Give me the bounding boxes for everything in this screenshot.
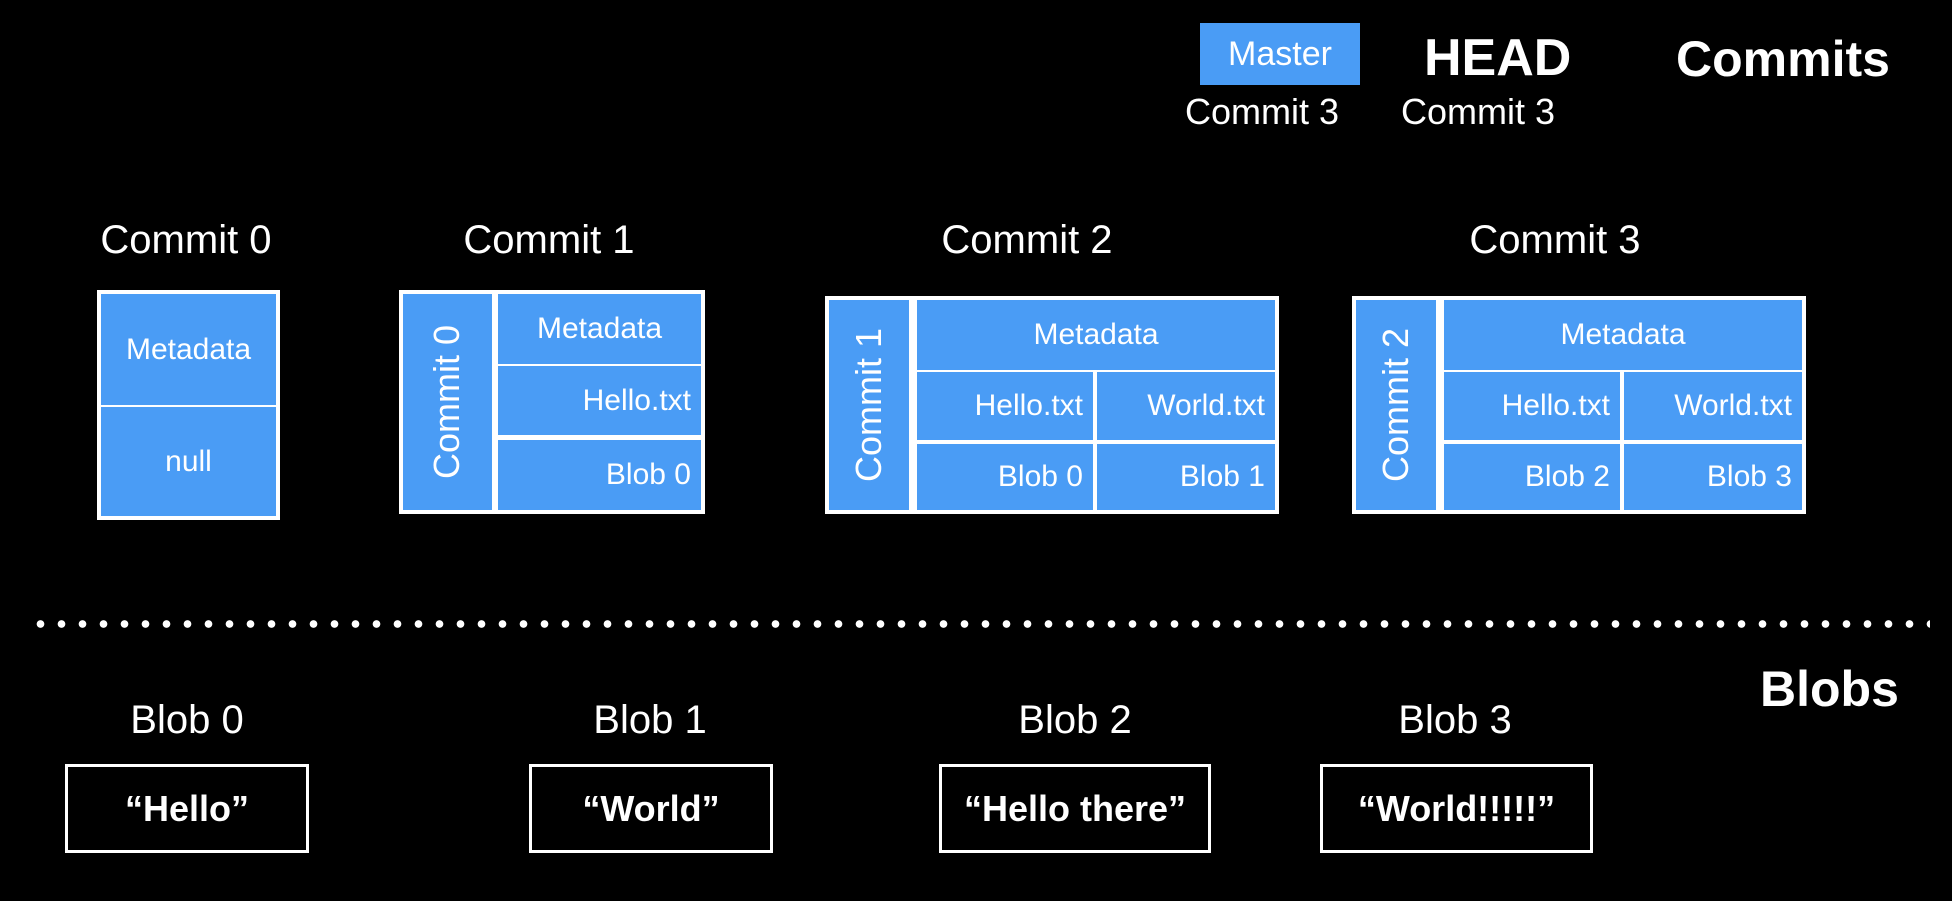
parent-ref-cell: Commit 0 [403,294,492,510]
head-target-label: Commit 3 [1401,91,1556,132]
commits-section-title: Commits [1676,31,1890,87]
metadata-cell: Metadata [101,294,276,405]
blob-content-box: “World” [529,764,773,853]
section-divider [30,618,1930,630]
commit-0-box: Metadata null [97,290,280,520]
metadata-cell: Metadata [1444,300,1802,370]
blob-title: Blob 3 [1398,698,1512,742]
blobs-section-title: Blobs [1760,661,1899,717]
parent-ref-label: Commit 0 [426,324,468,480]
blob-title: Blob 0 [130,698,244,742]
commit-3-box: Commit 2 Metadata Hello.txt World.txt Bl… [1352,296,1806,514]
commit-title: Commit 0 [100,218,272,262]
master-branch-badge: Master [1200,23,1360,85]
blob-ref-cell: Blob 1 [1097,444,1275,510]
blob-content-box: “Hello there” [939,764,1211,853]
blob-content-box: “World!!!!!” [1320,764,1593,853]
master-target-label: Commit 3 [1185,91,1340,132]
blob-title: Blob 2 [1018,698,1132,742]
parent-ref-cell: Commit 2 [1356,300,1436,510]
metadata-cell: Metadata [498,294,701,364]
blob-ref-cell: Blob 0 [498,440,701,510]
file-name-cell: Hello.txt [498,366,701,435]
commit-1-box: Commit 0 Metadata Hello.txt Blob 0 [399,290,705,514]
blob-ref-cell: Blob 0 [917,444,1093,510]
blob-title: Blob 1 [593,698,707,742]
commit-title: Commit 3 [1469,218,1641,262]
parent-ref-cell: Commit 1 [829,300,909,510]
file-name-cell: World.txt [1097,372,1275,440]
file-name-cell: Hello.txt [1444,372,1620,440]
parent-null-cell: null [101,407,276,516]
blob-ref-cell: Blob 2 [1444,444,1620,510]
commit-title: Commit 2 [941,218,1113,262]
commit-2-box: Commit 1 Metadata Hello.txt World.txt Bl… [825,296,1279,514]
parent-ref-label: Commit 2 [1375,327,1416,483]
metadata-cell: Metadata [917,300,1275,370]
file-name-cell: World.txt [1624,372,1802,440]
blob-content-box: “Hello” [65,764,309,853]
parent-ref-label: Commit 1 [848,327,889,483]
file-name-cell: Hello.txt [917,372,1093,440]
commit-title: Commit 1 [463,218,635,262]
head-pointer-label: HEAD [1424,29,1572,87]
blob-ref-cell: Blob 3 [1624,444,1802,510]
